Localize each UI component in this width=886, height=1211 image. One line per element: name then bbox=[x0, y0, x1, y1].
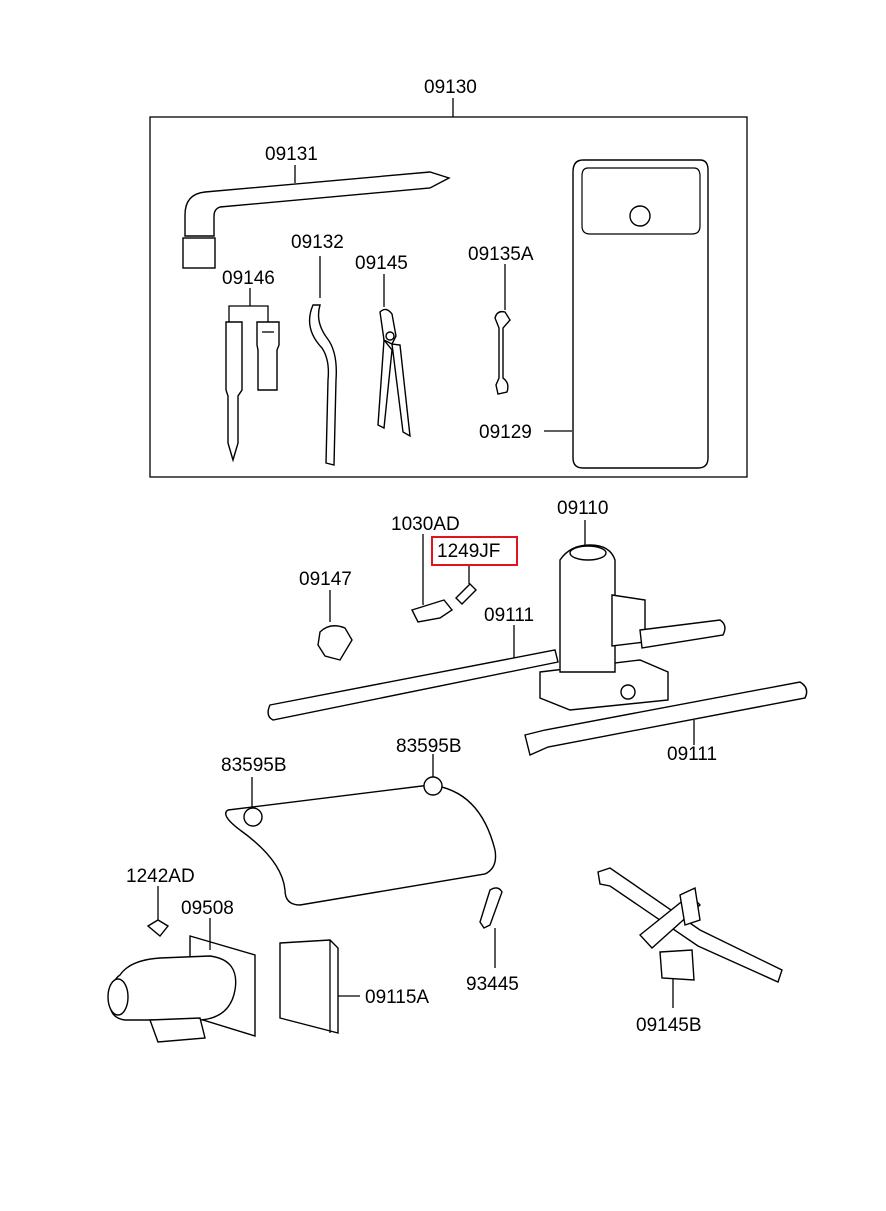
label-09145: 09145 bbox=[355, 253, 408, 274]
wing-nut-drawing bbox=[146, 886, 170, 937]
label-1242ad: 1242AD bbox=[126, 866, 195, 887]
scissor-jack-drawing bbox=[597, 867, 783, 1008]
label-09135a: 09135A bbox=[468, 244, 534, 265]
tool-cover-drawing bbox=[225, 754, 497, 906]
holder-drawing bbox=[107, 918, 256, 1043]
label-09115a: 09115A bbox=[365, 987, 429, 1008]
label-83595b-right: 83595B bbox=[396, 736, 462, 757]
label-09129: 09129 bbox=[479, 422, 532, 443]
label-09131: 09131 bbox=[265, 144, 318, 165]
label-09145b: 09145B bbox=[636, 1015, 702, 1036]
jack-handle-left-drawing bbox=[267, 619, 726, 721]
spanner-drawing bbox=[494, 264, 511, 395]
label-09146: 09146 bbox=[222, 268, 275, 289]
label-09130: 09130 bbox=[424, 77, 477, 98]
label-09111-upper: 09111 bbox=[484, 605, 534, 626]
tool-bag-drawing bbox=[544, 159, 709, 469]
manual-drawing bbox=[279, 939, 360, 1034]
bolt-drawing bbox=[455, 565, 477, 605]
pry-bar-drawing bbox=[308, 256, 337, 466]
wheel-wrench-drawing bbox=[182, 165, 451, 269]
label-93445: 93445 bbox=[466, 974, 519, 995]
label-1249jf[interactable]: 1249JF bbox=[437, 541, 500, 562]
label-09147: 09147 bbox=[299, 569, 352, 590]
bracket-drawing bbox=[411, 534, 454, 623]
label-09110: 09110 bbox=[557, 498, 608, 519]
label-1030ad: 1030AD bbox=[391, 514, 460, 535]
pliers-drawing bbox=[377, 274, 411, 438]
label-09111-lower: 09111 bbox=[667, 744, 717, 765]
bottle-jack-drawing bbox=[539, 520, 669, 711]
label-09132: 09132 bbox=[291, 232, 344, 253]
pin-drawing bbox=[479, 887, 503, 968]
jack-handle-right-drawing bbox=[524, 681, 808, 756]
clip-drawing bbox=[317, 590, 353, 661]
screwdriver-drawing bbox=[225, 288, 280, 463]
tool-kit-box bbox=[149, 98, 748, 478]
label-83595b-left: 83595B bbox=[221, 755, 287, 776]
highlight-box-1249jf bbox=[431, 536, 518, 566]
label-09508: 09508 bbox=[181, 898, 234, 919]
